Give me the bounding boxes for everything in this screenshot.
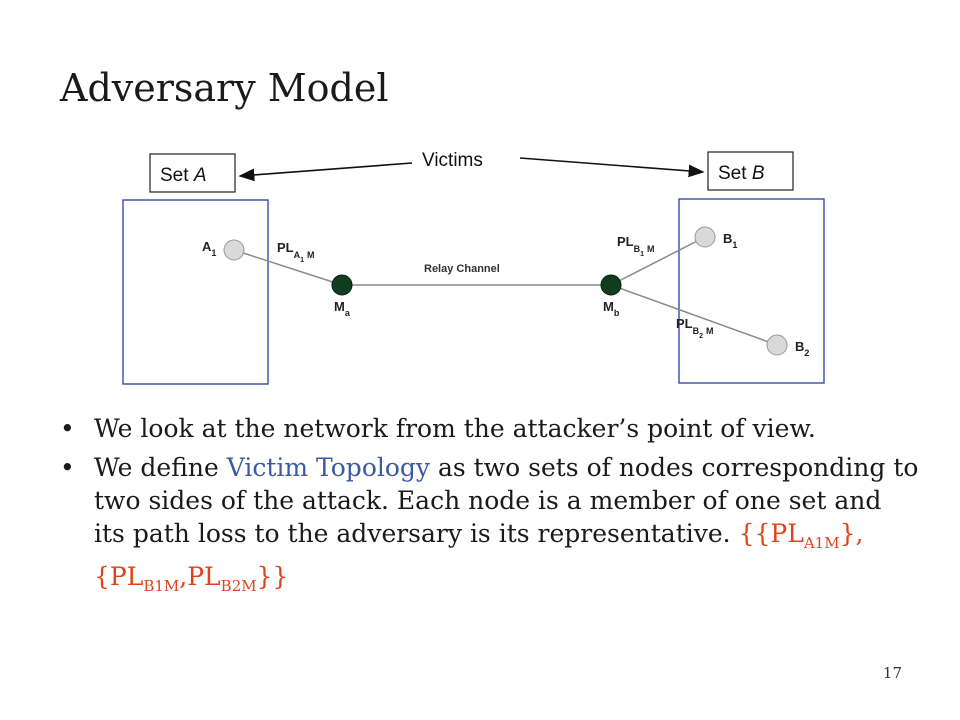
victims-arrow-left <box>238 162 413 182</box>
node-b2-label: B2 <box>795 339 809 358</box>
pl-a1m-label: PLA1M <box>277 240 315 264</box>
pl-b2m-label: PLB2M <box>676 316 714 340</box>
node-ma <box>331 274 353 296</box>
bullet-text: We look at the network from the attacker… <box>94 414 816 443</box>
node-a1 <box>223 239 245 261</box>
set-a-label: Set A <box>160 165 207 186</box>
node-b1-label: B1 <box>723 231 737 250</box>
victim-topology-diagram: Set A Set B Victims Relay Channel A1 B1 … <box>122 150 825 385</box>
bullet-list: • We look at the network from the attack… <box>60 412 920 609</box>
path-loss-formula: {{PLA1M},{PLB1M,PLB2M}} <box>94 519 864 595</box>
node-mb <box>600 274 622 296</box>
pl-b1m-label: PLB1M <box>617 234 655 258</box>
victim-topology-term: Victim Topology <box>226 453 431 482</box>
slide-title: Adversary Model <box>60 66 389 110</box>
set-b-container <box>678 198 825 384</box>
bullet-item: • We define Victim Topology as two sets … <box>60 451 920 603</box>
victims-label: Victims <box>422 150 483 171</box>
page-number: 17 <box>882 664 902 682</box>
link-mb-b2 <box>610 284 778 346</box>
node-a1-label: A1 <box>202 239 216 258</box>
node-b1 <box>694 226 716 248</box>
bullet-text-pre: We define <box>94 453 227 482</box>
node-ma-label: Ma <box>334 299 351 318</box>
set-a-container <box>122 199 269 385</box>
relay-channel-label: Relay Channel <box>424 263 500 275</box>
bullet-marker: • <box>60 453 75 482</box>
set-b-label-box <box>707 151 794 191</box>
link-a1-ma <box>233 249 343 286</box>
bullet-text-post: as two sets of nodes corresponding to tw… <box>94 453 919 548</box>
link-mb-b1 <box>610 236 706 286</box>
node-mb-label: Mb <box>603 299 620 318</box>
bullet-marker: • <box>60 414 75 443</box>
node-b2 <box>766 334 788 356</box>
bullet-item: • We look at the network from the attack… <box>60 412 920 445</box>
set-b-label: Set B <box>718 163 765 184</box>
set-a-label-box <box>149 153 236 193</box>
victims-arrow-right <box>519 157 705 178</box>
